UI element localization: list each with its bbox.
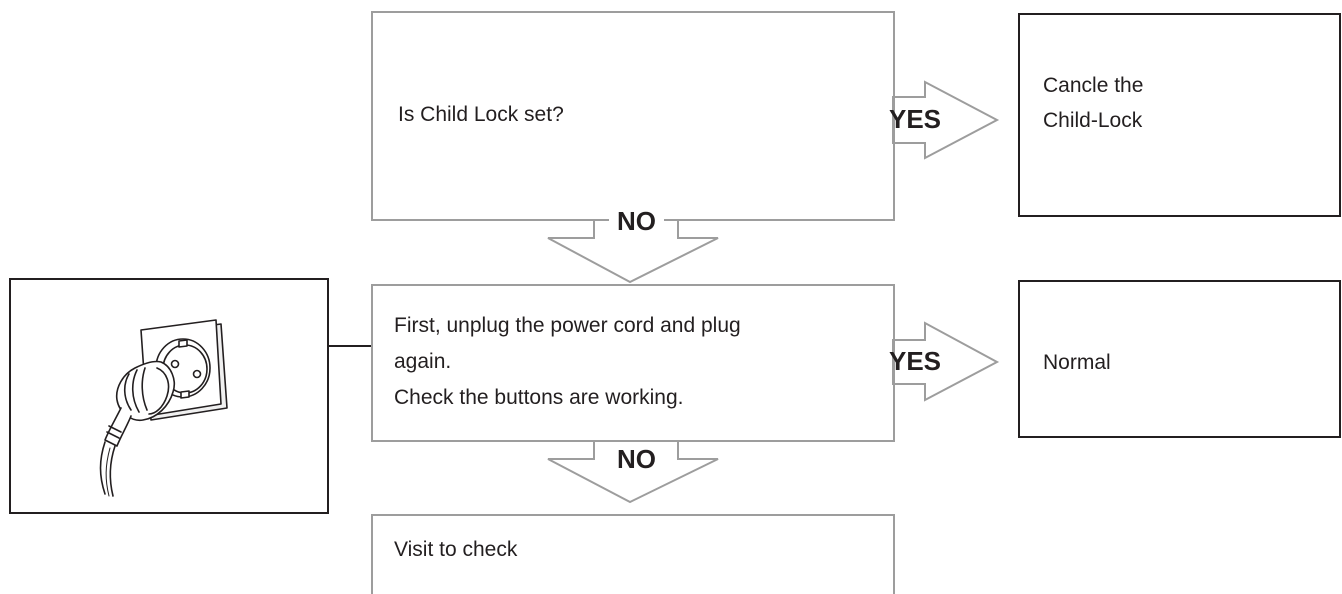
visit-to-check-box [371, 514, 895, 594]
power-cycle-line-1: First, unplug the power cord and plug [394, 314, 741, 337]
no-label-1: NO [609, 206, 664, 237]
power-cycle-line-3: Check the buttons are working. [394, 386, 684, 409]
plug-illustration-box [9, 278, 329, 514]
cancel-child-lock-line-2: Child-Lock [1043, 109, 1143, 132]
yes-arrow-1 [892, 80, 1000, 160]
normal-result-box [1018, 280, 1341, 438]
child-lock-question-text: Is Child Lock set? [398, 103, 564, 126]
plug-into-socket-icon [99, 319, 228, 497]
no-arrow-1 [547, 219, 719, 284]
yes-label-2: YES [889, 346, 942, 376]
no-label-2: NO [609, 444, 664, 475]
power-cycle-question-box [371, 284, 895, 442]
troubleshooting-flowchart: Is Child Lock set? YES Cancle the Child-… [9, 11, 1341, 594]
yes-arrow-2 [892, 321, 1000, 402]
normal-result-text: Normal [1043, 351, 1111, 374]
cancel-child-lock-line-1: Cancle the [1043, 74, 1144, 97]
visit-to-check-text: Visit to check [394, 538, 518, 561]
cancel-child-lock-box [1018, 13, 1341, 217]
yes-label-1: YES [889, 104, 942, 134]
power-cycle-line-2: again. [394, 350, 452, 373]
